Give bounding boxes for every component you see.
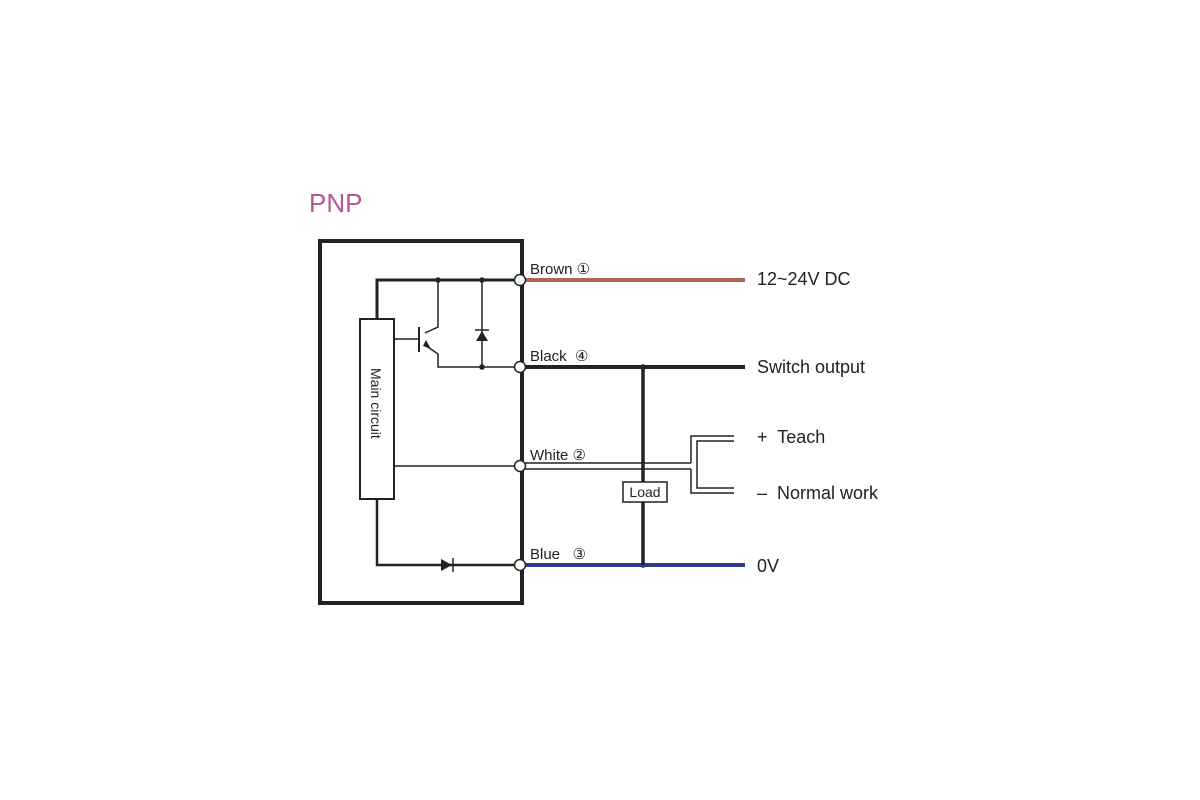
load-label: Load (629, 484, 660, 500)
normal-work-label: – Normal work (757, 483, 879, 503)
main-circuit-label: Main circuit (368, 368, 384, 439)
wire-label-white: White ② (530, 447, 586, 464)
white-wire (520, 435, 734, 494)
wire-label-black: Black ④ (530, 348, 588, 365)
diagram-title: PNP (309, 188, 362, 218)
transistor-arrow-icon (423, 340, 431, 349)
junction-dot (479, 364, 485, 370)
terminal-blue (513, 558, 527, 572)
junction-dot (435, 277, 441, 283)
internal-circuit (375, 278, 520, 567)
sensor-housing (318, 239, 524, 605)
terminal-black (513, 360, 527, 374)
wire-label-brown: Brown ① (530, 261, 590, 278)
load-box (622, 481, 668, 503)
junction-dot (479, 277, 485, 283)
wire-label-blue: Blue ③ (530, 546, 586, 563)
main-circuit-block (359, 318, 395, 500)
terminal-label-switch-output: Switch output (757, 357, 865, 377)
terminal-label-0v: 0V (757, 556, 779, 576)
teach-label: + Teach (757, 427, 825, 447)
terminal-brown (513, 273, 527, 287)
diode-horizontal-icon (441, 559, 452, 571)
diode-vertical-icon (476, 331, 488, 341)
terminal-label-supply: 12~24V DC (757, 269, 851, 289)
terminal-white (513, 459, 527, 473)
